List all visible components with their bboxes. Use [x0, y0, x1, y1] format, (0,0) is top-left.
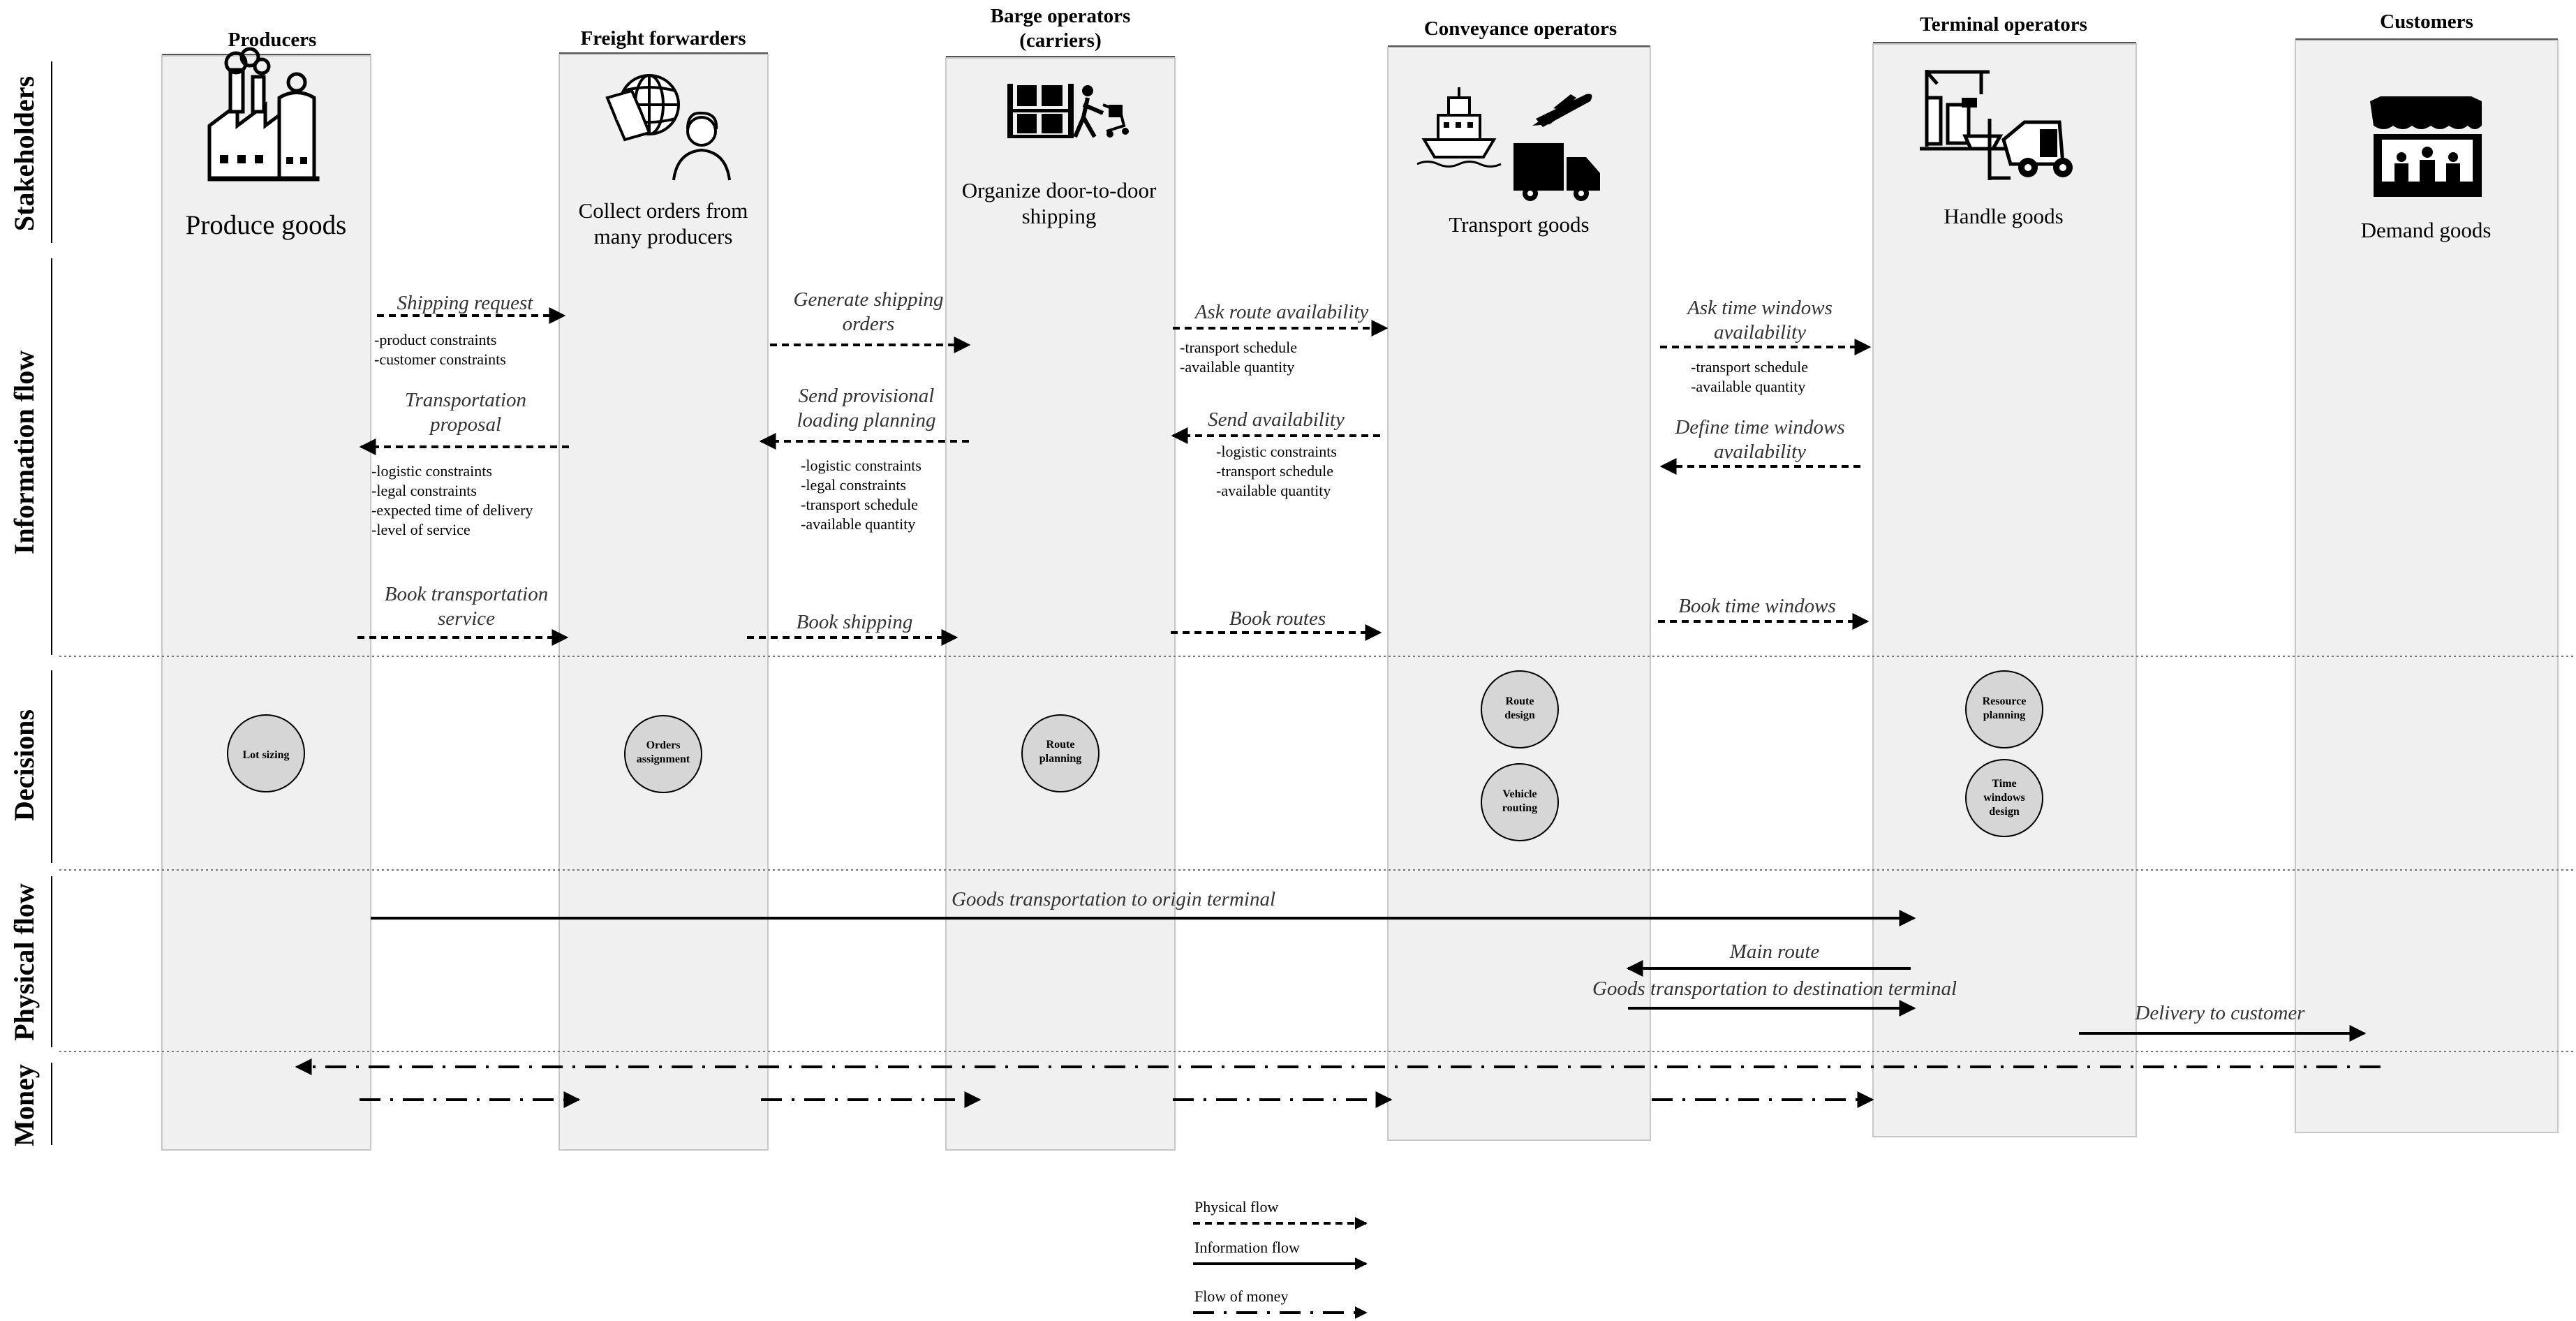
column-conveyance-operators — [1387, 47, 1651, 1141]
stakeholder-title: Freight forwarders — [580, 27, 746, 50]
physical-flow-label: Delivery to customer — [2134, 1002, 2305, 1024]
stakeholder-titles: Producers Freight forwarders Barge opera… — [228, 5, 2473, 52]
freight-forwarder-icon — [605, 74, 731, 181]
shop-icon — [2370, 96, 2482, 197]
stakeholder-title: Customers — [2380, 10, 2473, 33]
legend-item-physical-flow: Physical flow — [1193, 1198, 1368, 1230]
decision-node: Lot sizing — [227, 714, 305, 792]
info-flow-details: -logistic constraints-legal constraints-… — [801, 457, 921, 533]
info-flow-label: Send availability — [1208, 408, 1345, 431]
info-flow-label: Book routes — [1229, 607, 1326, 630]
svg-text:Physical flow: Physical flow — [1194, 1198, 1278, 1216]
information-flow-arrows — [357, 307, 1872, 646]
stakeholder-columns — [161, 40, 2559, 1151]
info-flow-details: -product constraints-customer constraint… — [374, 331, 506, 368]
info-flow-label: Ask route availability — [1194, 301, 1369, 323]
column-freight-forwarders — [558, 54, 769, 1151]
crane-forklift-icon — [1920, 70, 2073, 180]
header-underlines — [162, 38, 2558, 57]
physical-flow-labels: Goods transportation to origin terminal … — [952, 888, 2305, 1024]
info-flow-details: -transport schedule-available quantity — [1180, 339, 1297, 376]
svg-text:Lot sizing: Lot sizing — [242, 749, 289, 761]
row-label-information-flow: Information flow — [8, 350, 40, 554]
info-flow-details: -logistic constraints-legal constraints-… — [371, 462, 533, 538]
row-label-physical-flow: Physical flow — [8, 883, 40, 1041]
warehouse-worker-icon — [1007, 84, 1129, 138]
ship-plane-truck-icon — [1416, 87, 1600, 201]
physical-flow-label: Goods transportation to origin terminal — [952, 888, 1275, 910]
stakeholder-role: Transport goods — [1449, 212, 1589, 237]
information-flow-details: -product constraints-customer constraint… — [371, 331, 1808, 538]
column-customers — [2295, 40, 2559, 1133]
row-labels: Stakeholders Information flow Decisions … — [8, 76, 40, 1146]
stakeholder-role: Handle goods — [1944, 204, 2063, 228]
stakeholder-title: Conveyance operators — [1424, 17, 1617, 40]
svg-text:Information flow: Information flow — [1194, 1239, 1300, 1256]
info-flow-label: Book shipping — [797, 611, 913, 633]
info-flow-label: Shipping request — [397, 292, 534, 314]
stakeholder-title: Terminal operators — [1920, 13, 2087, 36]
stakeholder-role: Produce goods — [186, 210, 347, 240]
column-producers — [161, 55, 371, 1151]
stakeholder-role: Demand goods — [2361, 218, 2492, 242]
row-label-money: Money — [8, 1064, 40, 1146]
legend: Physical flow Information flow Flow of m… — [1193, 1198, 1368, 1319]
money-flow-arrows — [295, 1058, 2381, 1108]
legend-item-flow-of-money: Flow of money — [1193, 1287, 1368, 1319]
row-label-stakeholders: Stakeholders — [8, 76, 40, 231]
svg-text:Flow of money: Flow of money — [1194, 1287, 1288, 1305]
column-barge-operators — [945, 57, 1176, 1151]
physical-flow-label: Goods transportation to destination term… — [1592, 977, 1957, 1000]
row-separators — [59, 656, 2576, 1052]
factory-icon — [207, 47, 320, 182]
physical-flow-label: Main route — [1729, 940, 1820, 963]
stakeholder-title: Producers — [228, 29, 317, 51]
info-flow-label: Book time windows — [1678, 595, 1836, 617]
physical-flow-arrows — [371, 910, 2367, 1042]
column-terminal-operators — [1872, 43, 2137, 1137]
legend-item-information-flow: Information flow — [1193, 1239, 1368, 1270]
info-flow-details: -transport schedule-available quantity — [1691, 358, 1808, 395]
stakeholder-title: Barge operators(carriers) — [991, 5, 1131, 52]
row-label-decisions: Decisions — [8, 709, 40, 821]
info-flow-details: -logistic constraints-transport schedule… — [1216, 443, 1337, 499]
